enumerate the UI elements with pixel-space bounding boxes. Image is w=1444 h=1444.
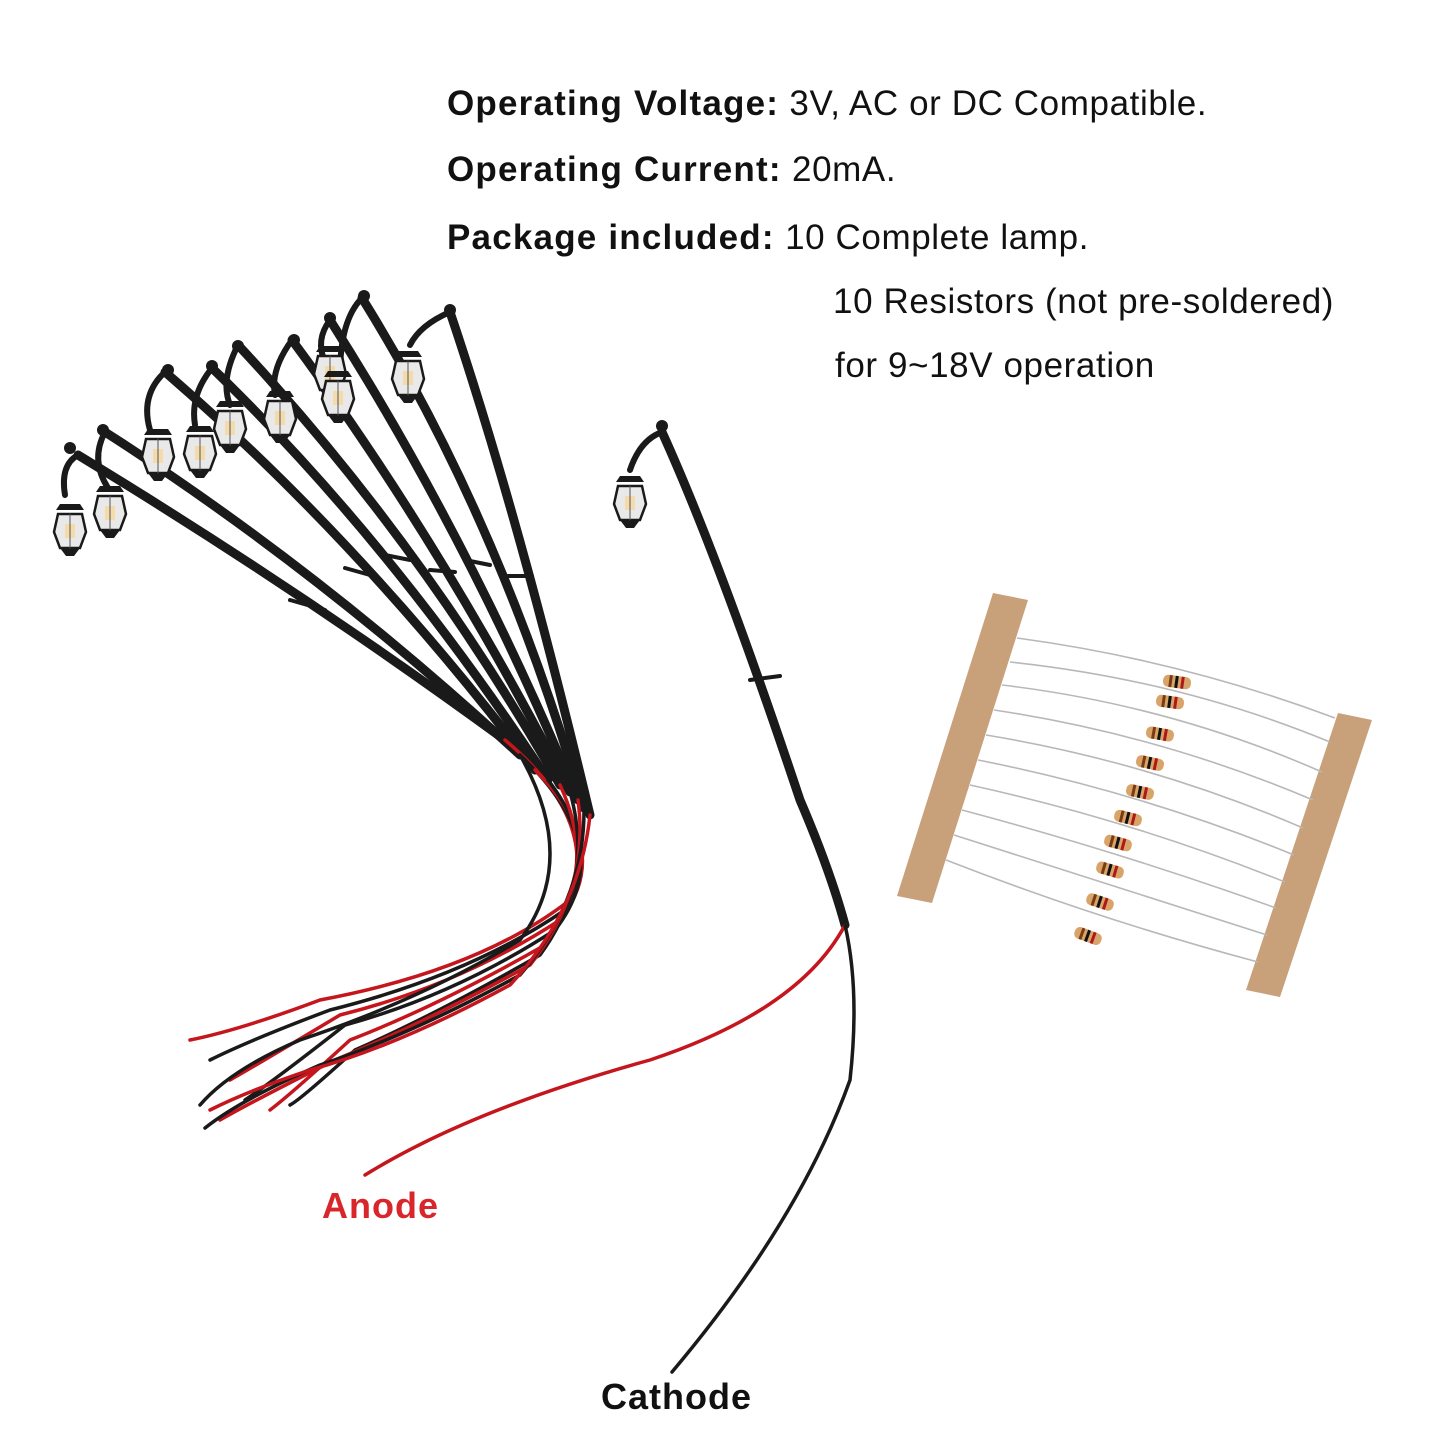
- cathode-wire: [670, 923, 856, 1374]
- spec-operating-current: Operating Current: 20mA.: [447, 152, 896, 187]
- cathode-label: Cathode: [601, 1376, 752, 1417]
- spec-package-included: Package included: 10 Complete lamp.: [447, 220, 1089, 255]
- spec-value: for 9~18V operation: [835, 346, 1155, 385]
- spec-value: 20mA.: [792, 150, 897, 189]
- lamp-bundle: [52, 290, 595, 1130]
- spec-value: 3V, AC or DC Compatible.: [789, 84, 1208, 123]
- anode-wire: [363, 923, 847, 1177]
- resistor-strip: [897, 593, 1372, 997]
- spec-label: Package included:: [447, 218, 775, 257]
- anode-label: Anode: [322, 1185, 439, 1226]
- street-lamp-icon: [612, 474, 648, 530]
- spec-operating-voltage: Operating Voltage: 3V, AC or DC Compatib…: [447, 86, 1207, 121]
- resistor-icon: [1074, 674, 1192, 946]
- spec-package-operation: for 9~18V operation: [835, 348, 1155, 383]
- spec-label: Operating Voltage:: [447, 84, 780, 123]
- spec-value: 10 Resistors (not pre-soldered): [833, 282, 1335, 321]
- spec-label: Operating Current:: [447, 150, 782, 189]
- spec-package-resistors: 10 Resistors (not pre-soldered): [833, 284, 1334, 319]
- spec-value: 10 Complete lamp.: [785, 218, 1090, 257]
- single-lamp: [363, 420, 856, 1374]
